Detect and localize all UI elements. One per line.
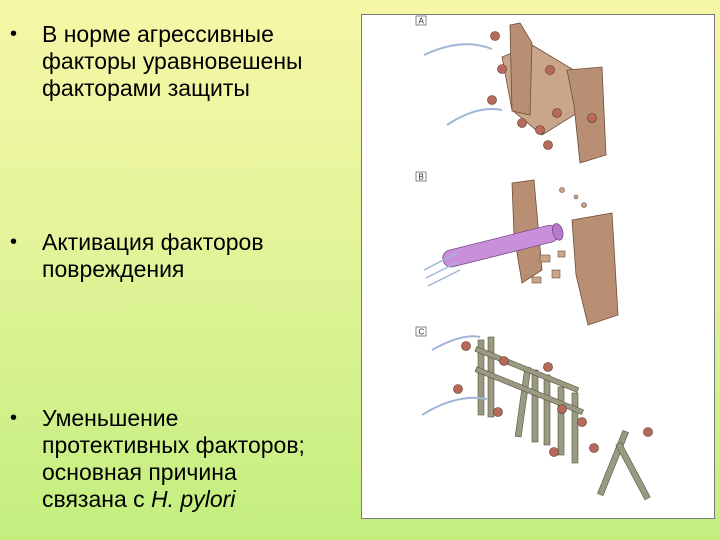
bullet-normal-balance: • В норме агрессивные факторы уравновеше…	[10, 21, 372, 102]
illustration-svg: A B	[415, 15, 653, 501]
panel-a-label: A	[419, 17, 425, 26]
bullet-marker: •	[10, 231, 18, 253]
cannonball-group	[453, 341, 653, 457]
wind-stream	[423, 43, 493, 56]
bullet-text: Активация факторов повреждения	[42, 229, 264, 282]
bullet-text-main: Уменьшение протективных факторов; основн…	[42, 405, 305, 512]
cannonball-group	[487, 31, 597, 150]
panel-a: A	[415, 15, 607, 164]
bullet-list: • В норме агрессивные факторы уравновеше…	[10, 0, 370, 540]
bullet-text-italic: H. pylori	[151, 486, 236, 512]
bullet-protective-decrease: • Уменьшение протективных факторов; осно…	[10, 405, 372, 513]
illustration-figure: A B	[361, 14, 715, 519]
bullet-text: Уменьшение протективных факторов; основн…	[42, 405, 372, 513]
panel-b: B	[415, 171, 619, 326]
wind-stream	[446, 108, 503, 126]
panel-b-label-box	[415, 171, 427, 182]
castle-tower	[571, 212, 619, 326]
fence-group	[474, 336, 651, 501]
wind-stream	[421, 396, 488, 416]
panel-b-label: B	[419, 173, 424, 182]
panel-a-label-box	[415, 15, 427, 26]
bullet-text: В норме агрессивные факторы уравновешены…	[42, 21, 303, 101]
panel-c: C	[415, 326, 653, 501]
rubble-group	[531, 187, 587, 284]
wind-stream	[431, 335, 481, 351]
bullet-marker: •	[10, 407, 18, 429]
wind-stream	[423, 252, 461, 287]
bullet-damage-activation: • Активация факторов повреждения	[10, 229, 372, 283]
panel-c-label: C	[419, 328, 425, 337]
castle-tower	[566, 66, 607, 164]
panel-c-label-box	[415, 326, 427, 337]
bullet-marker: •	[10, 23, 18, 45]
castle-tower	[509, 22, 533, 116]
